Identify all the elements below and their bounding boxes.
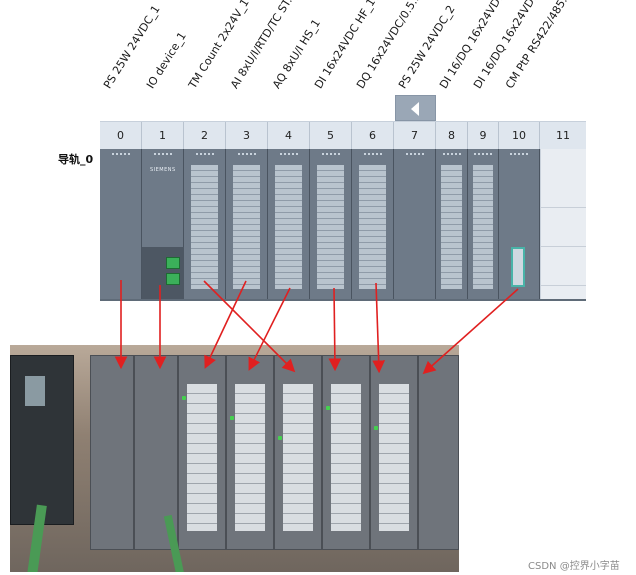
module-slot-9[interactable]	[468, 149, 499, 299]
slot-number-10: 10	[499, 122, 540, 150]
photo-module	[274, 355, 322, 550]
module-led	[111, 153, 130, 158]
module-slot-5[interactable]	[310, 149, 352, 299]
module-slot-6[interactable]	[352, 149, 394, 299]
module-name-1: IO device_1	[143, 29, 189, 91]
cpu-unit	[10, 355, 74, 525]
module-led	[442, 153, 461, 158]
terminal-strip	[191, 165, 218, 289]
module-slot-4[interactable]	[268, 149, 310, 299]
photo-module	[370, 355, 418, 550]
serial-connector-icon	[511, 247, 525, 287]
slot-number-7: 7	[394, 122, 436, 150]
ethernet-port-icon	[166, 257, 180, 269]
siemens-logo: SIEMENS	[150, 167, 176, 173]
status-led	[182, 396, 186, 400]
slot-number-8: 8	[436, 122, 468, 150]
module-led	[195, 153, 214, 158]
module-slot-10[interactable]	[499, 149, 540, 299]
slot-number-2: 2	[184, 122, 226, 150]
module-slot-2[interactable]	[184, 149, 226, 299]
photo-terminal-strip	[283, 384, 313, 531]
slot-number-0: 0	[100, 122, 142, 150]
photo-module	[178, 355, 226, 550]
terminal-strip	[233, 165, 260, 289]
slot-number-1: 1	[142, 122, 184, 150]
photo-module-ps	[90, 355, 134, 550]
photo-terminal-strip	[235, 384, 265, 531]
module-slot-0[interactable]	[100, 149, 142, 299]
module-led	[474, 153, 492, 158]
slot-number-11: 11	[556, 129, 570, 142]
empty-slot-11[interactable]	[540, 149, 586, 299]
slot-number-3: 3	[226, 122, 268, 150]
photo-terminal-strip	[187, 384, 217, 531]
terminal-strip	[359, 165, 386, 289]
photo-terminal-strip	[331, 384, 361, 531]
photo-module-cm	[418, 355, 459, 550]
rack: SIEMENS	[100, 149, 586, 301]
rail-label: 导轨_0	[58, 153, 94, 166]
slot-number-4: 4	[268, 122, 310, 150]
terminal-strip	[473, 165, 493, 289]
status-led	[374, 426, 378, 430]
empty-slot-lines	[541, 169, 586, 289]
module-led	[153, 153, 172, 158]
terminal-strip	[317, 165, 344, 289]
photo-module	[322, 355, 370, 550]
terminal-strip	[275, 165, 302, 289]
watermark: CSDN @控界小字苗	[528, 561, 620, 572]
module-led	[405, 153, 424, 158]
slot-header-row: 0 1 2 3 4 5 6 7 8 9 10 11	[100, 121, 586, 150]
module-led	[321, 153, 340, 158]
status-led	[326, 406, 330, 410]
scroll-left-button[interactable]	[395, 95, 436, 121]
status-led	[230, 416, 234, 420]
terminal-strip	[441, 165, 462, 289]
module-slot-8[interactable]	[436, 149, 468, 299]
hardware-photo	[10, 345, 459, 572]
module-led	[363, 153, 382, 158]
photo-module	[226, 355, 274, 550]
module-led	[237, 153, 256, 158]
slot-number-9: 9	[468, 122, 499, 150]
status-led	[278, 436, 282, 440]
slot-number-6: 6	[352, 122, 394, 150]
module-slot-7[interactable]	[394, 149, 436, 299]
ethernet-port-icon	[166, 273, 180, 285]
module-led	[279, 153, 298, 158]
photo-terminal-strip	[379, 384, 409, 531]
cpu-display	[25, 376, 45, 406]
slot-number-5: 5	[310, 122, 352, 150]
module-slot-3[interactable]	[226, 149, 268, 299]
module-led	[510, 153, 528, 158]
module-slot-1[interactable]: SIEMENS	[142, 149, 184, 299]
